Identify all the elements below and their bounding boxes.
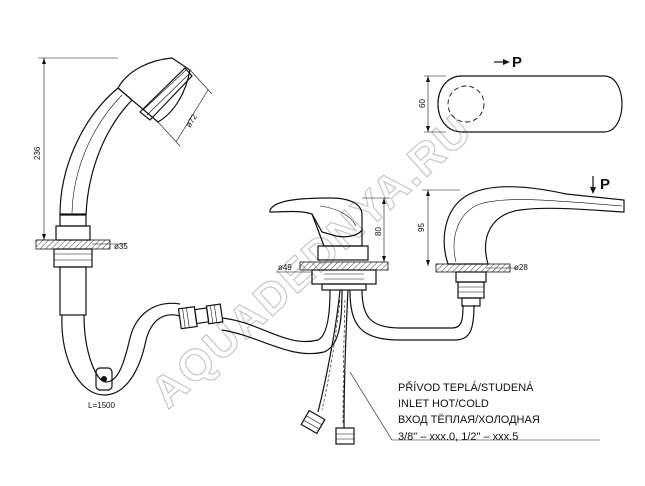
dim-base-dia-mid: ø49 — [278, 263, 292, 272]
dim-base-dia-right: ø28 — [514, 263, 528, 272]
dim-mixer-height: 80 — [374, 227, 383, 236]
dim-shower-head-dia: ø72 — [184, 112, 199, 129]
hoses — [61, 289, 600, 445]
note-line-3: ВХОД ТЁПЛАЯ/ХОЛОДНАЯ — [398, 414, 540, 426]
watermark-text: AQUADEDNYA.RU — [142, 105, 482, 418]
dim-hose-length: L=1500 — [88, 401, 115, 410]
note-line-4: 3/8" – xxx.0, 1/2" – xxx.5 — [398, 431, 518, 443]
note-line-1: PŘÍVOD TEPLÁ/STUDENÁ — [398, 381, 534, 394]
top-view — [424, 59, 623, 133]
dim-base-dia-left: ø35 — [114, 242, 128, 251]
arrow-label-top: P — [512, 54, 522, 71]
spout — [422, 176, 625, 307]
hand-shower — [35, 57, 213, 316]
mixer-valve — [269, 197, 390, 291]
dim-top-view-width: 60 — [418, 99, 427, 108]
arrow-label-right: P — [600, 176, 610, 193]
dim-handshower-height: 236 — [33, 146, 42, 160]
inlet-notes: PŘÍVOD TEPLÁ/STUDENÁ INLET HOT/COLD ВХОД… — [398, 381, 540, 443]
note-line-2: INLET HOT/COLD — [398, 398, 489, 410]
dim-spout-height: 95 — [417, 223, 426, 232]
